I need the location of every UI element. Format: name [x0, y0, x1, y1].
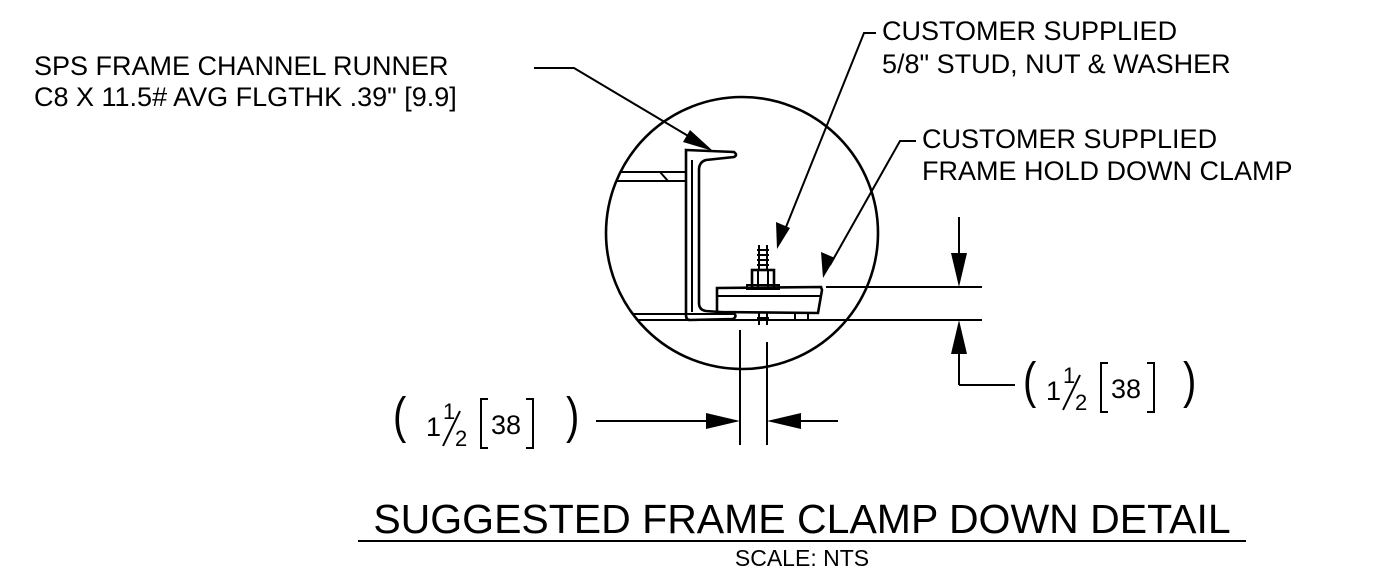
vertical-dimension-text: ( 1 1 2 38 )	[1023, 352, 1196, 415]
h-dim-numerator: 1	[443, 399, 455, 424]
clamp-label-line1: CUSTOMER SUPPLIED	[922, 124, 1217, 154]
channel-runner-leader	[534, 67, 713, 151]
stud	[757, 245, 769, 325]
svg-text:(: (	[393, 387, 406, 443]
v-dim-denominator: 2	[1075, 390, 1087, 415]
stud-label-line1: CUSTOMER SUPPLIED	[882, 16, 1177, 46]
hold-down-clamp	[715, 285, 824, 315]
stud-label-line2: 5/8" STUD, NUT & WASHER	[882, 49, 1231, 79]
vertical-dimension	[826, 217, 1015, 386]
horizontal-dimension-text: ( 1 1 2 38 )	[393, 387, 579, 451]
scale-note: SCALE: NTS	[735, 545, 869, 569]
detail-circle	[604, 95, 880, 371]
channel-runner-label-line2: C8 X 11.5# AVG FLGTHK .39" [9.9]	[34, 82, 457, 112]
h-dim-whole: 1	[426, 412, 441, 442]
detail-title: SUGGESTED FRAME CLAMP DOWN DETAIL	[373, 496, 1230, 542]
v-dim-whole: 1	[1046, 376, 1061, 406]
channel-runner	[684, 148, 738, 322]
svg-text:): )	[566, 387, 579, 443]
clamp-leader	[821, 140, 916, 278]
svg-text:): )	[1183, 352, 1196, 408]
clamp-label-line2: FRAME HOLD DOWN CLAMP	[922, 156, 1293, 186]
stud-leader	[776, 32, 876, 249]
svg-text:(: (	[1023, 352, 1036, 408]
section-view	[607, 148, 877, 325]
v-dim-metric: 38	[1111, 374, 1141, 404]
channel-runner-label-line1: SPS FRAME CHANNEL RUNNER	[34, 51, 449, 81]
h-dim-denominator: 2	[455, 426, 467, 451]
h-dim-metric: 38	[491, 410, 521, 440]
horizontal-dimension	[596, 330, 838, 445]
v-dim-numerator: 1	[1063, 363, 1075, 388]
